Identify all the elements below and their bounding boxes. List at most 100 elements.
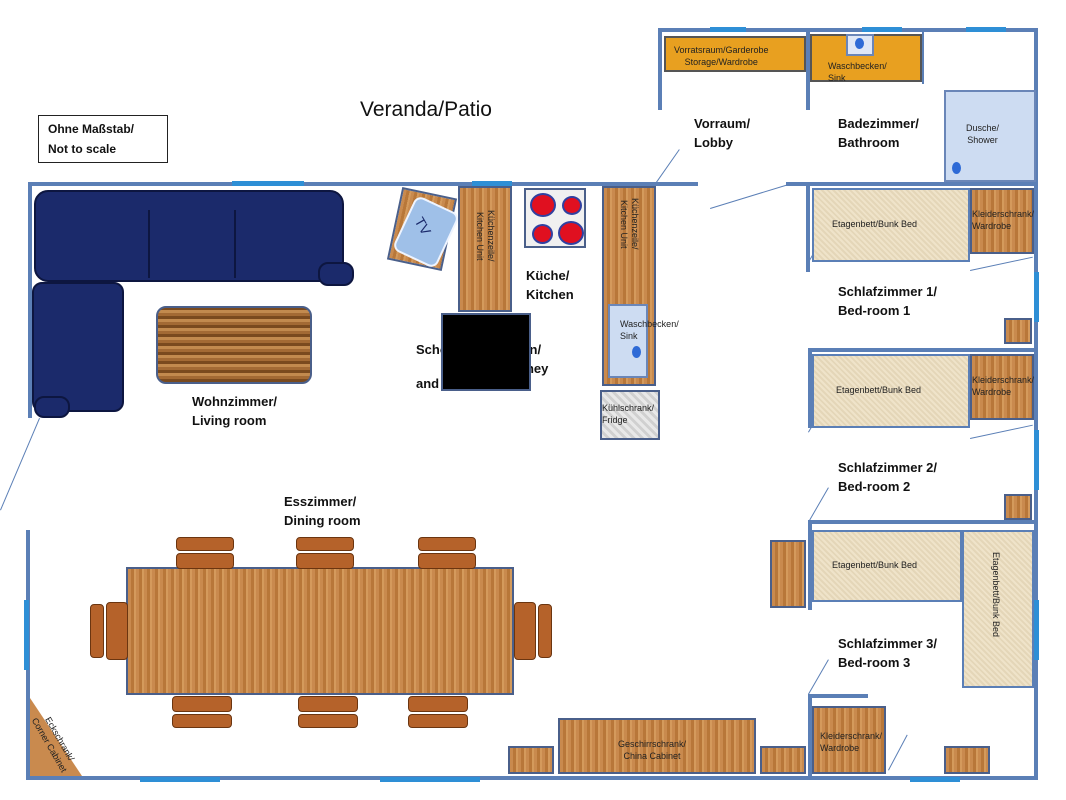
shower-label: Dusche/ Shower: [966, 123, 1000, 145]
window-2: [472, 181, 512, 186]
window-5: [966, 27, 1006, 32]
bedroom-3-label: Schlafzimmer 3/ Bed-room 3: [838, 636, 937, 670]
fridge: [600, 390, 660, 440]
wall-annex-top: [658, 28, 1038, 32]
sofa-arm-left: [34, 396, 70, 418]
wardrobe-3-label: Kleiderschrank/ Wardrobe: [820, 731, 883, 753]
bunk-bed-3: [812, 530, 962, 602]
bedroom-1-label: Schlafzimmer 1/ Bed-room 1: [838, 284, 937, 318]
bathroom-label: Badezimmer/ Bathroom: [838, 116, 919, 150]
chair-right-back: [538, 604, 552, 658]
window-7: [1034, 272, 1039, 322]
sofa-side: [32, 282, 124, 412]
sideboard-right: [760, 746, 806, 774]
fridge-label: Kühlschrank/ Fridge: [602, 403, 655, 425]
shower-drain-icon: [952, 162, 961, 174]
chair-left-back: [90, 604, 104, 658]
bath-sink-label: Waschbecken/ Sink: [828, 61, 887, 83]
sofa-cushion-divider-2: [234, 210, 236, 278]
wall-top-main: [28, 182, 698, 186]
window-8: [1034, 430, 1039, 490]
shower: [944, 90, 1036, 182]
bunk-bed-3-label: Etagenbett/Bunk Bed: [832, 560, 918, 570]
kitchen-unit-left-label: Küchenzeile/ Kitchen Unit: [475, 210, 496, 262]
lobby-label: Vorraum/ Lobby: [694, 116, 751, 150]
wardrobe-3: [812, 706, 886, 774]
dining-table: [126, 567, 514, 695]
chair-top-1: [176, 537, 234, 551]
wall-bed-h2: [808, 520, 1038, 524]
bedroom-2-label: Schlafzimmer 2/ Bed-room 2: [838, 460, 937, 494]
china-cabinet-label: Geschirrschrank/ China Cabinet: [618, 739, 687, 761]
door-line-2: [710, 184, 787, 209]
kitchen-sink-drain-icon: [632, 346, 641, 358]
window-1: [232, 181, 304, 186]
window-4: [862, 27, 902, 32]
bunk-bed-2-label: Etagenbett/Bunk Bed: [836, 385, 922, 395]
window-12: [910, 777, 960, 782]
burner-4: [558, 221, 584, 245]
chimney-block: [441, 313, 531, 391]
corner-cabinet: [30, 698, 82, 776]
coffee-table: [156, 306, 312, 384]
kitchen-sink-label: Waschbecken/ Sink: [620, 319, 679, 341]
wardrobe-1: [970, 188, 1034, 254]
bunk-bed-1: [812, 188, 970, 262]
bunk-bed-3b-label: Etagenbett/Bunk Bed: [991, 552, 1001, 638]
burner-3: [532, 224, 553, 244]
bunk-bed-1-label: Etagenbett/Bunk Bed: [832, 219, 918, 229]
scale-note-line2: Not to scale: [48, 142, 117, 156]
wall-top-right: [786, 182, 1038, 186]
chair-bottom-3-seat: [408, 696, 468, 712]
chair-bottom-3: [408, 714, 468, 728]
window-9: [1034, 600, 1039, 660]
bunk-bed-3b: [962, 530, 1034, 688]
sofa-back: [34, 190, 344, 282]
wall-bed-divider4: [808, 694, 812, 780]
chimney-label-left: Scho: [416, 342, 448, 357]
wardrobe-2: [970, 354, 1034, 420]
door-line-7: [808, 487, 829, 523]
window-6: [24, 600, 29, 670]
door-line-8: [808, 659, 829, 695]
nightstand-1: [1004, 318, 1032, 344]
kitchen-unit-right-label: Küchenzeile/ Kitchen Unit: [619, 198, 640, 250]
chair-bottom-1: [172, 714, 232, 728]
nightstand-3: [770, 540, 806, 608]
wall-bed-divider: [806, 182, 810, 272]
wall-bottom: [26, 776, 1038, 780]
chair-left-seat: [106, 602, 128, 660]
kitchen-sink: [608, 304, 648, 378]
storage-unit: [664, 36, 806, 72]
chair-bottom-2-seat: [298, 696, 358, 712]
kitchen-label: Küche/ Kitchen: [526, 268, 574, 302]
bunk-bed-2: [812, 354, 970, 428]
sofa-cushion-divider-1: [148, 210, 150, 278]
living-room-label: Wohnzimmer/ Living room: [192, 394, 277, 428]
wall-bed-divider3: [808, 520, 812, 610]
chair-top-2: [296, 537, 354, 551]
chair-top-3-seat: [418, 553, 476, 569]
scale-note-box: [38, 115, 168, 163]
burner-2: [562, 196, 582, 215]
wall-bed-h1: [808, 348, 1038, 352]
scale-note-line1: Ohne Maßstab/: [48, 122, 135, 136]
door-line-9: [0, 417, 40, 511]
kitchen-unit-left: [458, 186, 512, 312]
nightstand-4: [944, 746, 990, 774]
wardrobe-2-label: Kleiderschrank/ Wardrobe: [972, 375, 1035, 397]
chimney-label-bottom: and: [416, 376, 440, 391]
nightstand-2: [1004, 494, 1032, 520]
chair-top-1-seat: [176, 553, 234, 569]
chair-bottom-1-seat: [172, 696, 232, 712]
bath-sink-drain-icon: [855, 38, 864, 49]
wall-annex-left: [658, 28, 662, 110]
chair-top-3: [418, 537, 476, 551]
wall-bed-h3: [808, 694, 868, 698]
wall-bed-divider2: [808, 348, 812, 428]
door-line-1: [656, 149, 680, 183]
sideboard-left: [508, 746, 554, 774]
window-11: [380, 777, 480, 782]
storage-label: Vorratsraum/Garderobe Storage/Wardrobe: [674, 45, 769, 67]
wardrobe-1-label: Kleiderschrank/ Wardrobe: [972, 209, 1035, 231]
